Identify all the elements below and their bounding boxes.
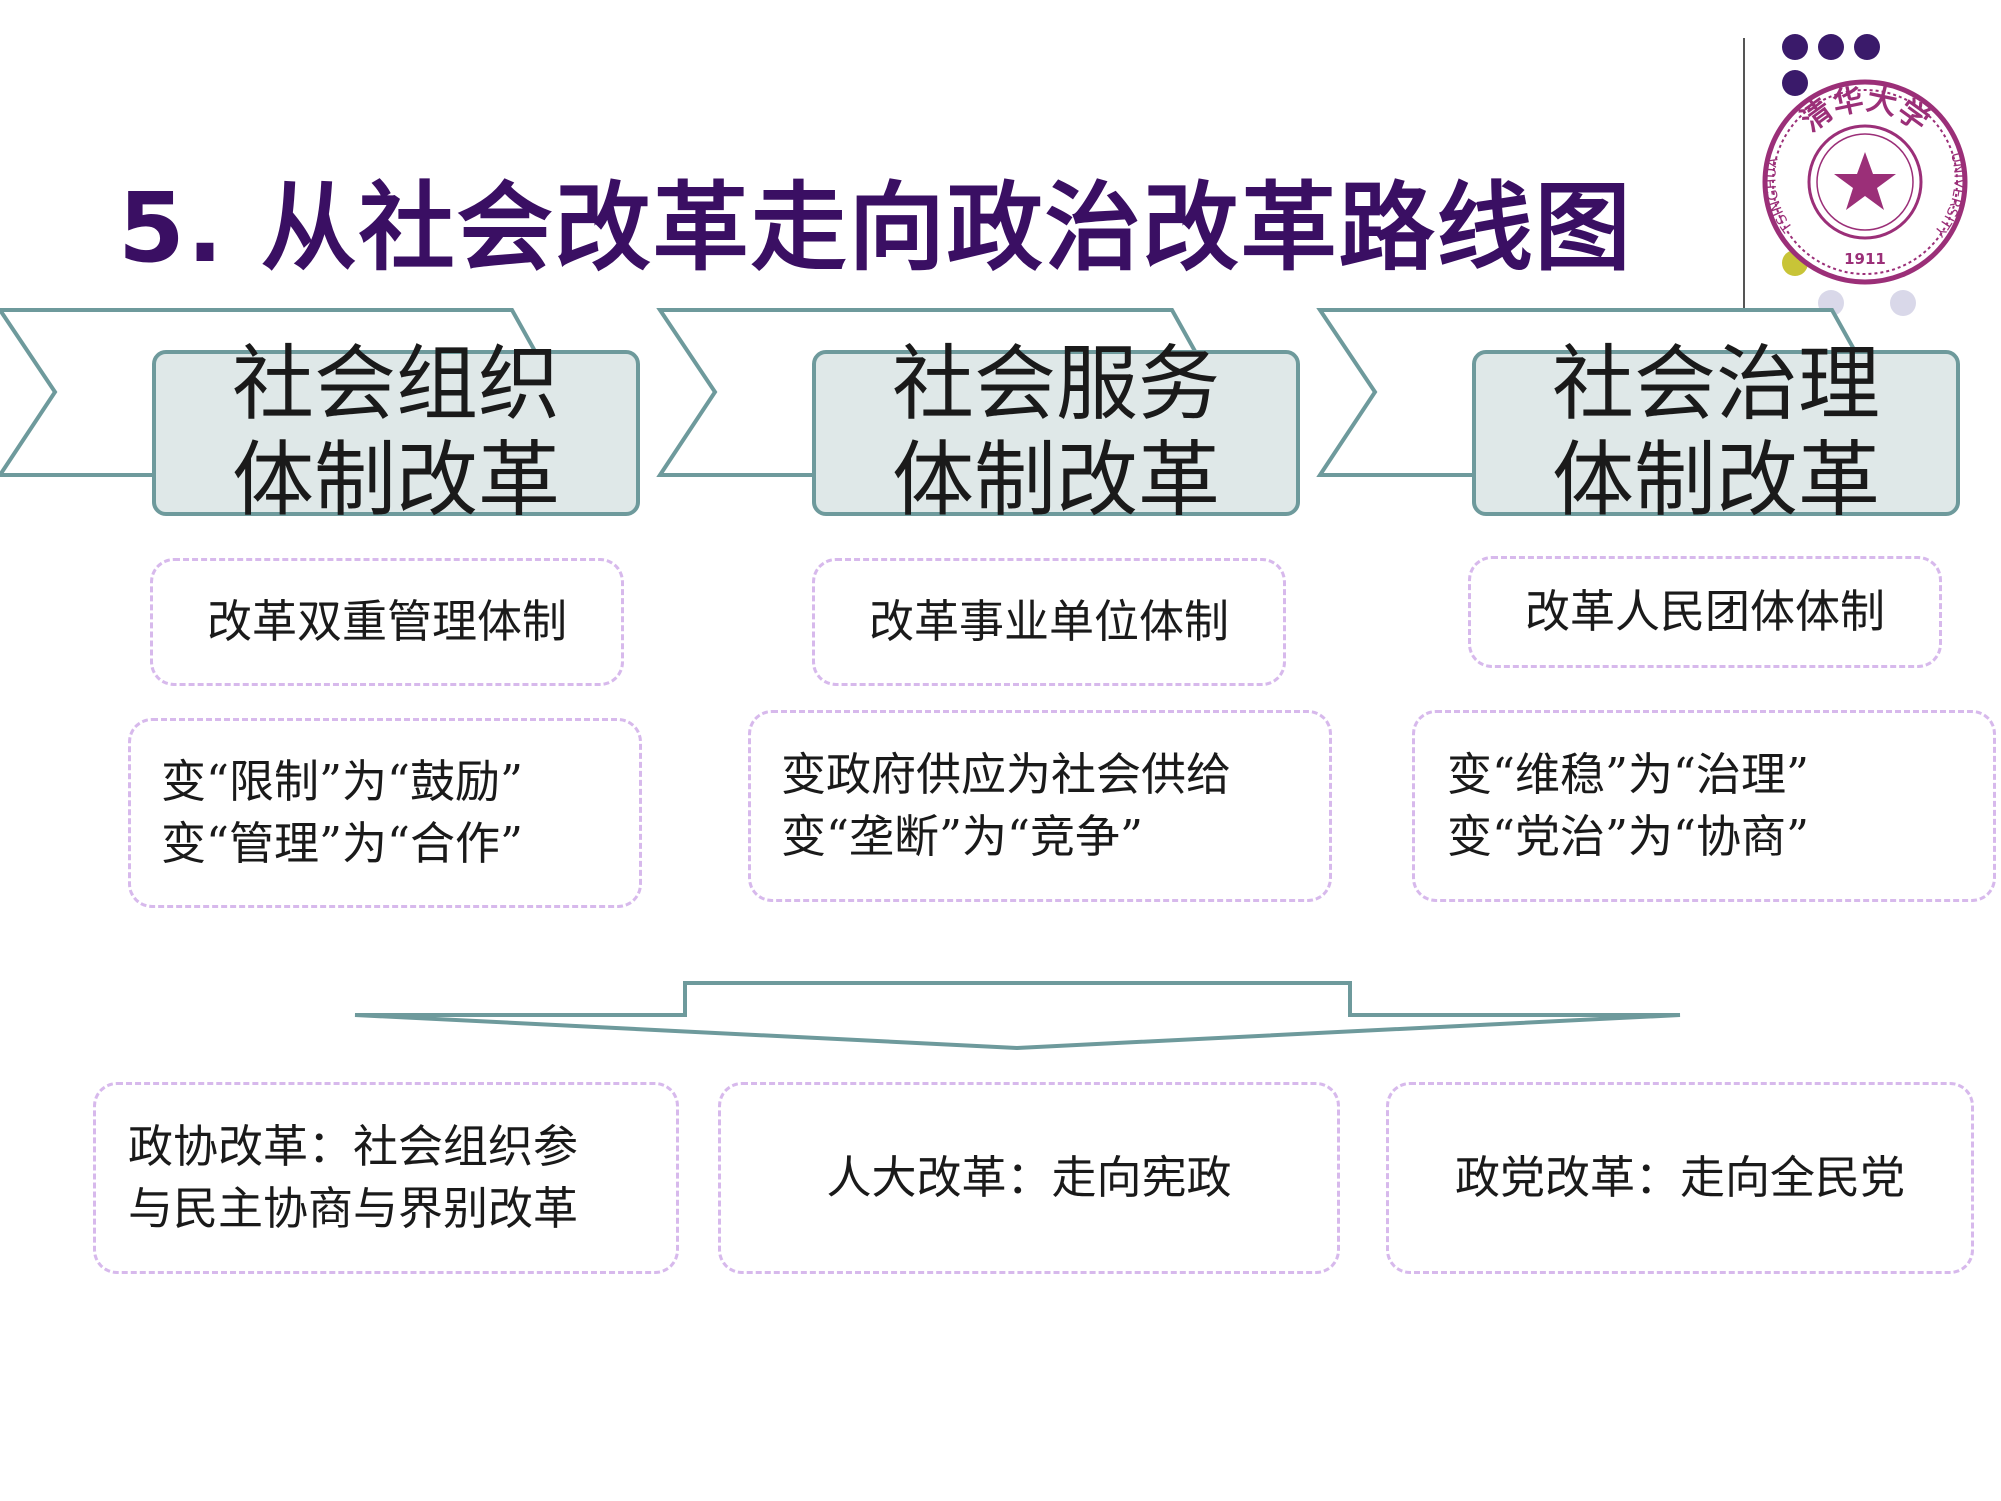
reform-box-1: 改革双重管理体制 (150, 558, 624, 686)
change-line: 变“管理”为“合作” (161, 817, 524, 870)
header-box-social-service: 社会服务 体制改革 (812, 337, 1300, 528)
change-box-1: 变“限制”为“鼓励” 变“管理”为“合作” (128, 718, 642, 908)
header-line-1: 社会治理 (1551, 337, 1880, 432)
header-box-social-organization: 社会组织 体制改革 (152, 337, 640, 528)
reform-text: 改革人民团体体制 (1524, 585, 1885, 638)
header-line-2: 体制改革 (891, 433, 1220, 528)
header-divider (1743, 38, 1745, 308)
header-line-1: 社会组织 (231, 337, 560, 432)
reform-text: 改革双重管理体制 (206, 595, 567, 648)
outcome-line: 政党改革：走向全民党 (1454, 1151, 1905, 1204)
reform-box-3: 改革人民团体体制 (1468, 556, 1942, 668)
outcome-line: 与民主协商与界别改革 (128, 1182, 579, 1235)
slide-title: 5. 从社会改革走向政治改革路线图 (118, 172, 1633, 284)
change-box-3: 变“维稳”为“治理” 变“党治”为“协商” (1412, 710, 1996, 902)
header-line-2: 体制改革 (231, 433, 560, 528)
change-line: 变“党治”为“协商” (1447, 810, 1810, 863)
change-line: 变“垄断”为“竞争” (781, 810, 1144, 863)
outcome-box-npc: 人大改革：走向宪政 (718, 1082, 1340, 1274)
change-line: 变“维稳”为“治理” (1447, 748, 1810, 801)
change-line: 变政府供应为社会供给 (781, 748, 1232, 801)
outcome-box-party: 政党改革：走向全民党 (1386, 1082, 1974, 1274)
reform-box-2: 改革事业单位体制 (812, 558, 1286, 686)
outcome-box-cppcc: 政协改革：社会组织参 与民主协商与界别改革 (93, 1082, 679, 1274)
outcome-line: 政协改革：社会组织参 (128, 1120, 579, 1173)
outcome-line: 人大改革：走向宪政 (826, 1151, 1232, 1204)
reform-text: 改革事业单位体制 (868, 595, 1229, 648)
change-line: 变“限制”为“鼓励” (161, 755, 524, 808)
header-line-2: 体制改革 (1551, 433, 1880, 528)
seal-year: 1911 (1844, 250, 1886, 268)
header-box-social-governance: 社会治理 体制改革 (1472, 337, 1960, 528)
change-box-2: 变政府供应为社会供给 变“垄断”为“竞争” (748, 710, 1332, 902)
header-line-1: 社会服务 (891, 337, 1220, 432)
tsinghua-seal-icon: 清华大学 TSINGHUA UNIVERSITY 1911 (1762, 79, 1968, 285)
down-arrow (354, 981, 1681, 1051)
